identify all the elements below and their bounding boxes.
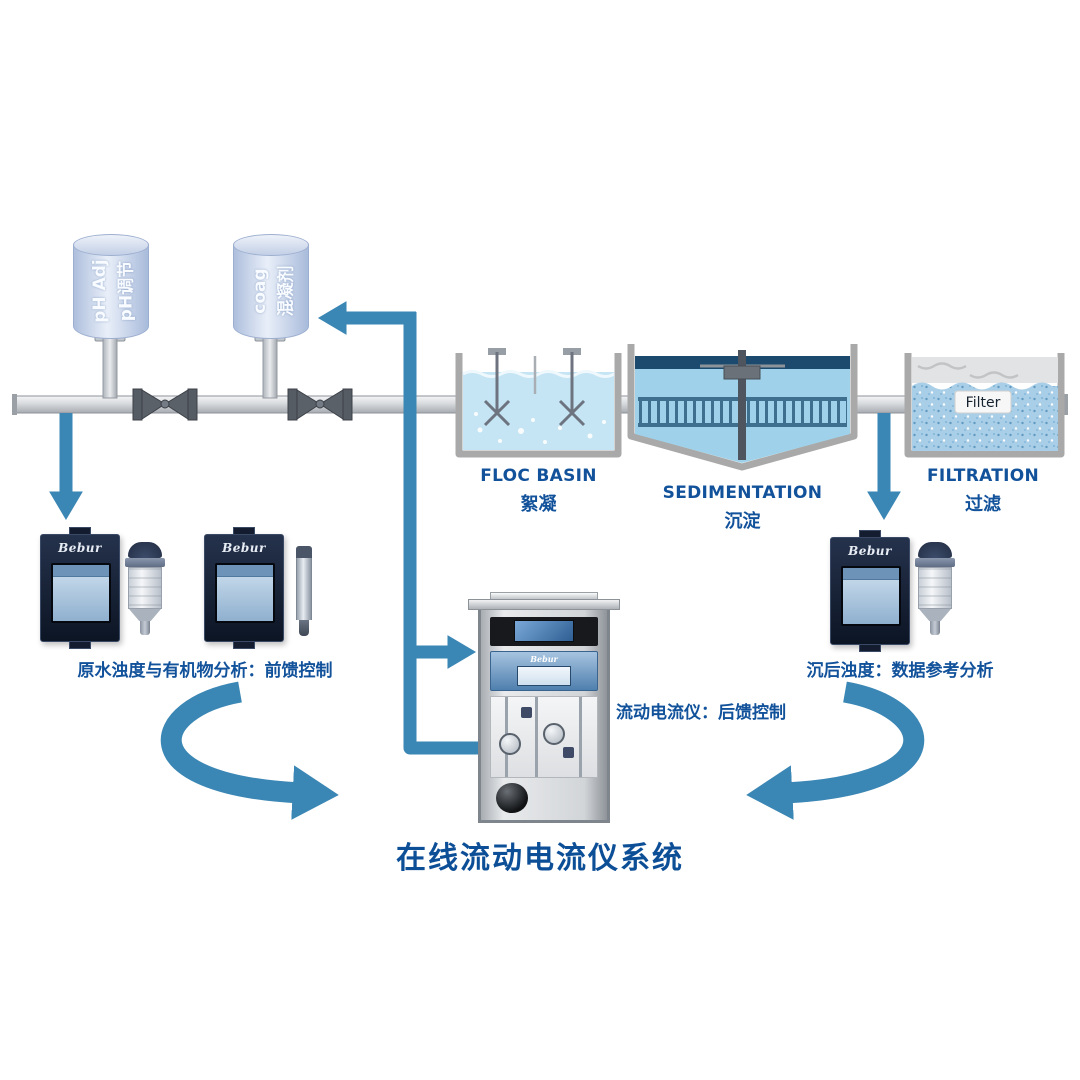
brand-logo: Bebur (222, 541, 266, 555)
coag-tank: coag 混凝剂 (233, 234, 309, 342)
settled-turbidity-sensor (912, 542, 958, 635)
cabinet-body: Bebur (478, 610, 610, 823)
streaming-current-cabinet: Bebur (468, 592, 620, 823)
floc-basin-label: FLOC BASIN 絮凝 (455, 466, 622, 516)
sample-tube (535, 696, 538, 777)
sensor-taper (129, 609, 161, 621)
cabinet-caption: 流动电流仪：后馈控制 (616, 703, 786, 723)
organics-electrode (296, 546, 312, 636)
sedimentation-tank (627, 344, 858, 471)
ph-tank-label-en: pH Adj (90, 259, 110, 323)
sedimentation-label-en: SEDIMENTATION (662, 483, 823, 503)
sensor-taper (919, 609, 951, 621)
electrode-body (296, 558, 312, 620)
mount-tab (69, 527, 91, 535)
sensor-tip (140, 621, 150, 635)
coag-tank-label-en: coag (250, 268, 270, 314)
filter-media-label: Filter (966, 395, 1001, 411)
coag-tank-body: coag 混凝剂 (233, 244, 309, 339)
pipe-fitting-2 (287, 388, 353, 421)
mount-tab (233, 527, 255, 535)
filtration-label: FILTRATION 过滤 (903, 466, 1063, 516)
sensor-tip (930, 621, 940, 635)
coag-tank-lid (233, 234, 309, 256)
cabinet-crown (490, 592, 598, 599)
mount-tab (859, 530, 881, 538)
sedimentation-label: SEDIMENTATION 沉淀 (630, 483, 855, 533)
scraper-shaft (738, 350, 746, 460)
sample-valve (563, 746, 574, 758)
floc-basin-label-en: FLOC BASIN (480, 466, 597, 486)
ph-tank: pH Adj pH调节 (73, 234, 149, 342)
turbidity-analyzer: Bebur (40, 527, 120, 649)
analyzer-screen (51, 563, 111, 623)
mount-tab (859, 644, 881, 652)
cabinet-wet-section (490, 695, 598, 778)
floc-basin (455, 348, 622, 458)
brand-logo: Bebur (848, 544, 892, 558)
floc-basin-label-zh: 絮凝 (520, 494, 557, 515)
sample-tube (579, 696, 582, 777)
cabinet-crown (468, 599, 620, 610)
sensor-cap (918, 542, 952, 558)
cabinet-analyzer-unit: Bebur (490, 650, 598, 691)
ph-tank-lid (73, 234, 149, 256)
analyzer-screen (841, 566, 901, 626)
mixer-mount (488, 348, 506, 355)
cabinet-display (514, 620, 574, 643)
control-trunk-line (403, 312, 500, 755)
sensor-collar (915, 558, 955, 567)
feedforward-curve-arrow (160, 681, 339, 820)
sample-pump (499, 732, 521, 755)
settled-water-caption: 沉后浊度：数据参考分析 (806, 661, 994, 681)
page-title: 在线流动电流仪系统 (396, 841, 684, 876)
mount-tab (69, 641, 91, 649)
cabinet-display-module (490, 617, 598, 646)
sample-valve (521, 706, 532, 718)
sensor-body (128, 567, 162, 609)
brand-logo: Bebur (530, 653, 558, 664)
cabinet-analyzer-screen (517, 665, 571, 686)
sample-pump (543, 722, 565, 745)
sensor-cap (128, 542, 162, 558)
brand-logo: Bebur (58, 541, 102, 555)
raw-water-caption: 原水浊度与有机物分析：前馈控制 (77, 661, 333, 681)
electrode-cap (296, 546, 312, 558)
filtration-tank: Filter (904, 353, 1065, 458)
electrode-tip (299, 620, 309, 636)
filtration-label-zh: 过滤 (965, 494, 1001, 515)
analyzer-screen (215, 563, 275, 623)
turbidity-sensor (122, 542, 168, 635)
measuring-cell (496, 782, 528, 813)
sensor-collar (125, 558, 165, 567)
ph-tank-body: pH Adj pH调节 (73, 244, 149, 339)
sedimentation-label-zh: 沉淀 (724, 511, 761, 532)
ph-tank-label-zh: pH调节 (116, 260, 137, 322)
bubbles (474, 412, 606, 444)
pipe-fitting-1 (132, 388, 198, 421)
filter-media-tag (954, 390, 1012, 414)
mixer-impellers (483, 352, 586, 427)
settled-turbidity-analyzer: Bebur (830, 530, 910, 652)
mixer-mount (563, 348, 581, 355)
coag-tank-label-zh: 混凝剂 (276, 265, 297, 317)
reference-curve-arrow (746, 681, 925, 820)
filtration-label-en: FILTRATION (926, 466, 1040, 486)
sensor-body (918, 567, 952, 609)
mount-tab (233, 641, 255, 649)
organics-analyzer: Bebur (204, 527, 284, 649)
scraper-drive (723, 365, 761, 380)
